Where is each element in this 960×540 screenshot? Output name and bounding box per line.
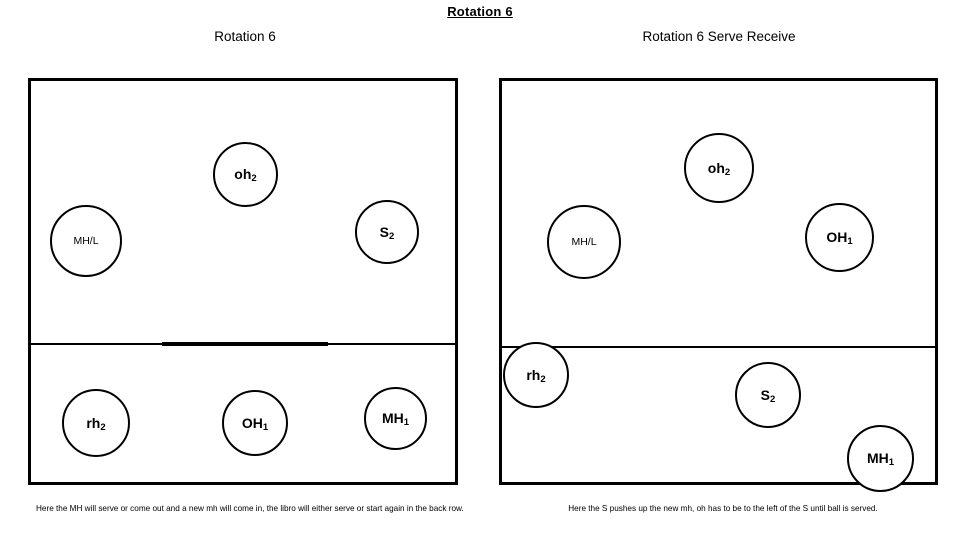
player-label-subscript: 2	[770, 393, 776, 405]
player-marker-rh-2[interactable]: rh2	[62, 389, 130, 457]
right-diagram-caption: Here the S pushes up the new mh, oh has …	[568, 504, 878, 513]
player-label: MH/L	[73, 234, 99, 247]
player-label-subscript: 2	[540, 373, 546, 385]
player-label-subscript: 2	[100, 421, 106, 433]
player-label-subscript: 2	[389, 230, 395, 242]
player-label: S2	[760, 386, 776, 405]
left-diagram-caption: Here the MH will serve or come out and a…	[36, 504, 464, 513]
player-marker-oh-2[interactable]: oh2	[684, 133, 754, 203]
player-label: S2	[379, 223, 395, 242]
player-marker-oh-1[interactable]: OH1	[805, 203, 874, 272]
player-label-subscript: 1	[403, 417, 410, 429]
player-label-subscript: 2	[724, 166, 731, 178]
player-label: oh2	[707, 159, 731, 178]
left-diagram-title: Rotation 6	[214, 29, 276, 44]
player-label: MH/L	[571, 235, 597, 248]
player-marker-rh-2[interactable]: rh2	[503, 342, 569, 408]
player-marker-oh-1[interactable]: OH1	[222, 390, 288, 456]
player-label-subscript: 1	[888, 457, 895, 469]
right-court-attack-line	[502, 346, 935, 348]
player-marker-s-2[interactable]: S2	[735, 362, 801, 428]
player-marker-mh-1[interactable]: MH1	[847, 425, 914, 492]
player-label: oh2	[234, 166, 257, 185]
player-label-subscript: 2	[251, 173, 257, 185]
player-label: OH1	[826, 229, 853, 248]
player-label: OH1	[241, 414, 269, 433]
player-label-subscript: 1	[262, 421, 269, 433]
player-marker-mh-l[interactable]: MH/L	[50, 205, 122, 277]
player-label: MH1	[866, 450, 895, 469]
player-marker-s-2[interactable]: S2	[355, 200, 419, 264]
player-marker-mh-1[interactable]: MH1	[364, 387, 427, 450]
player-marker-oh-2[interactable]: oh2	[213, 142, 278, 207]
right-diagram-title: Rotation 6 Serve Receive	[642, 29, 796, 44]
page-title: Rotation 6	[447, 4, 513, 19]
player-label-subscript: 1	[847, 236, 853, 248]
player-label: rh2	[526, 366, 546, 385]
player-marker-mh-l[interactable]: MH/L	[547, 205, 621, 279]
player-label: rh2	[86, 414, 106, 433]
player-label: MH1	[381, 410, 410, 429]
left-court-attack-line	[31, 342, 455, 346]
